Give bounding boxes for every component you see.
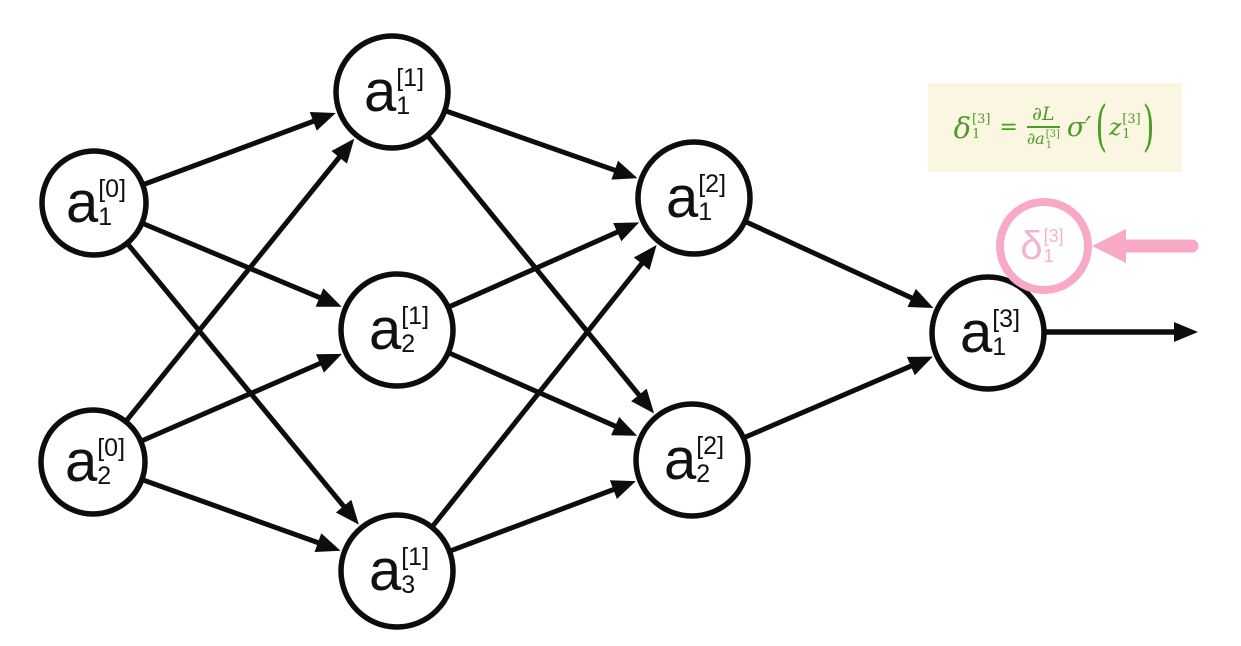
formula-numerator: ∂L (1027, 103, 1060, 129)
edge-line (450, 486, 618, 553)
node-circle-a1_3 (338, 512, 456, 630)
edge-line (744, 362, 915, 440)
formula-denominator: ∂a [3]1 (1027, 129, 1060, 151)
node-circle-a2_2 (633, 401, 751, 519)
edge-line (448, 228, 621, 309)
formula-den-sup: [3] (1045, 129, 1060, 141)
edge-line (141, 359, 324, 443)
edge-line (124, 153, 344, 422)
edge-arrowhead (315, 288, 342, 307)
node-circle-a1_2 (338, 271, 456, 389)
edge-arrowhead (611, 160, 638, 180)
edge-arrowhead (906, 356, 933, 376)
edge-line (431, 259, 646, 528)
node-circle-a1_1 (333, 33, 451, 151)
formula-den-base: ∂a (1026, 129, 1045, 149)
formula-arg-sub: 1 (1122, 126, 1131, 142)
node-circle-a0_2 (38, 407, 148, 517)
formula-sigma-prime: σ′ (1066, 112, 1092, 143)
pink-arrowhead (1092, 229, 1126, 263)
formula-close-paren: ) (1142, 96, 1155, 159)
edge-line (143, 117, 317, 187)
formula-arg-sup: [3] (1122, 112, 1141, 128)
edge-arrowhead (613, 222, 640, 242)
edge-arrowhead (633, 244, 657, 270)
edge-arrowhead (335, 499, 359, 525)
formula-z: z (1109, 114, 1122, 141)
formula-equals: = (999, 115, 1018, 140)
formula-open-paren: ( (1095, 96, 1108, 159)
edge-line (445, 108, 619, 174)
edge-arrowhead (331, 138, 355, 164)
edge-arrowhead (907, 288, 934, 308)
delta-node-circle (996, 198, 1092, 294)
edge-arrowhead (309, 111, 336, 131)
formula-argument: z [3]1 (1109, 112, 1141, 142)
formula-fraction: ∂L ∂a [3]1 (1027, 103, 1060, 152)
formula-delta: δ (953, 110, 972, 145)
node-circle-a2_1 (635, 139, 753, 257)
edge-arrowhead (315, 353, 342, 373)
edge-line (745, 219, 916, 302)
edge-arrowhead (611, 416, 638, 436)
formula-lhs: δ [3]1 (954, 111, 991, 145)
edge-arrowhead (314, 533, 341, 553)
node-circle-a3_1 (929, 274, 1047, 392)
formula-den-sub: 1 (1045, 140, 1053, 152)
formula-lhs-sub: 1 (972, 126, 981, 142)
formula-box: δ [3]1 = ∂L ∂a [3]1 σ′ ( z [3]1 ) (928, 83, 1182, 172)
edge-line (142, 221, 324, 301)
edge-arrowhead (631, 388, 655, 414)
node-circle-a0_1 (39, 148, 149, 258)
output-arrowhead (1174, 322, 1198, 342)
edge-line (449, 351, 619, 430)
formula-lhs-sup: [3] (972, 112, 991, 128)
edge-line (126, 243, 348, 511)
edge-line (142, 477, 322, 547)
edge-arrowhead (609, 480, 636, 499)
